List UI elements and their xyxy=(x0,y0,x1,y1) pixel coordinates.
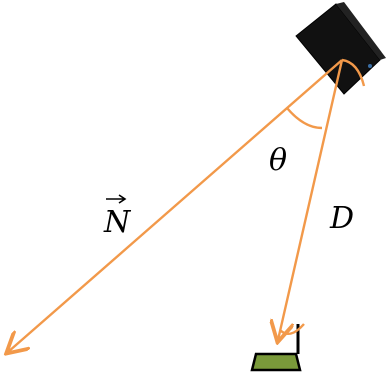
vector-arrow-symbol xyxy=(106,194,127,204)
angle-arc xyxy=(286,107,323,130)
normal-vector-arrow xyxy=(8,59,343,352)
distance-label: D xyxy=(329,201,354,236)
angle-label: θ xyxy=(269,143,287,178)
normal-vector-label: N xyxy=(103,194,132,240)
transmitter-rotation-arc xyxy=(341,58,366,87)
antenna-receiver-icon xyxy=(250,324,302,372)
transmitter-device-icon xyxy=(295,2,386,95)
normal-vector-text: N xyxy=(103,205,132,240)
receiver-rotation-arc xyxy=(279,323,305,336)
distance-arrow xyxy=(278,59,344,340)
